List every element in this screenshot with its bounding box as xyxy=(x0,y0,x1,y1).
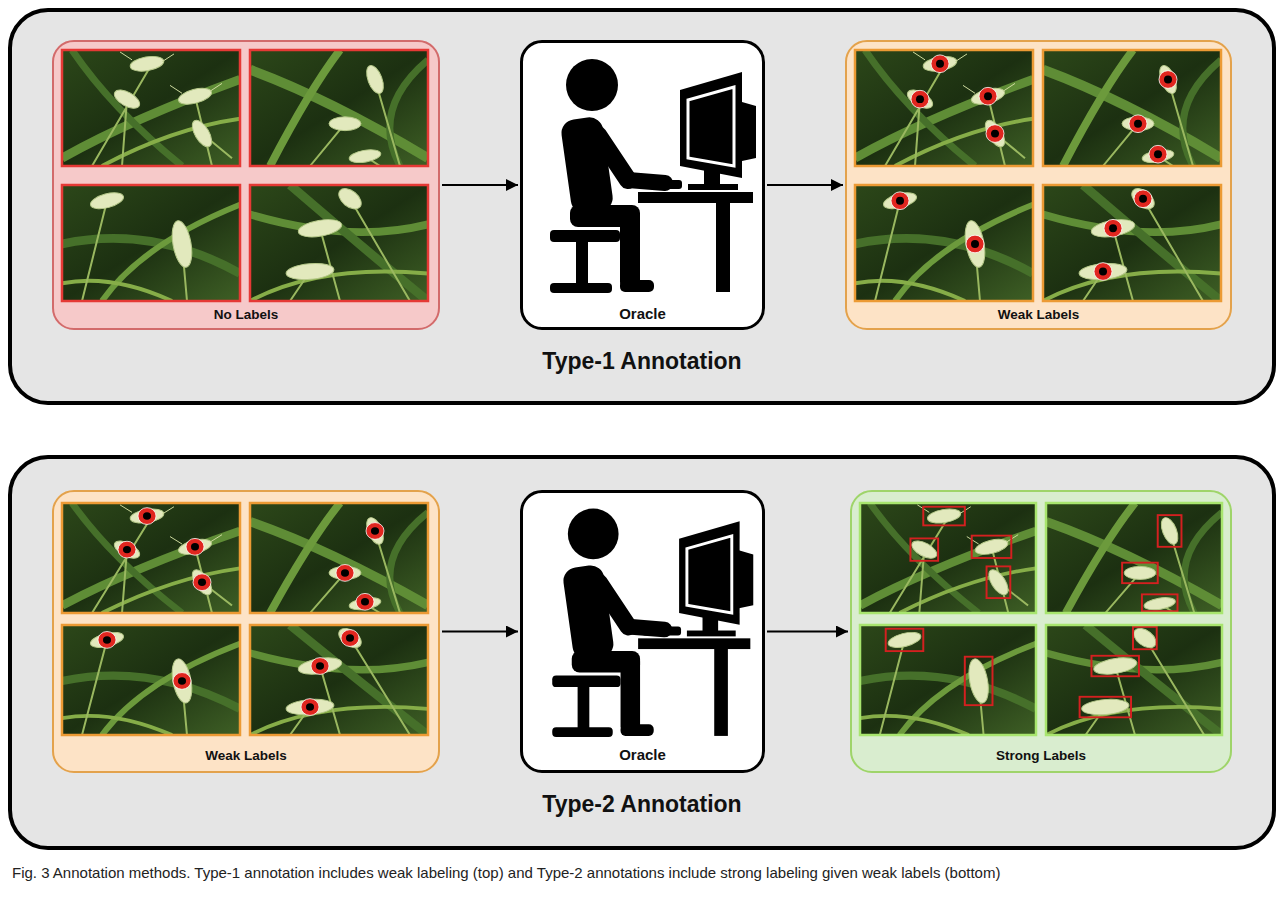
box-label: No Labels xyxy=(54,307,438,322)
box-label: Weak Labels xyxy=(847,307,1230,322)
box-ground xyxy=(520,490,765,773)
weak-labeled-photos xyxy=(62,503,428,735)
figure-caption: Fig. 3 Annotation methods. Type-1 annota… xyxy=(12,862,1274,883)
flow-arrow xyxy=(442,184,518,186)
flow-arrow xyxy=(442,631,518,633)
image-set-box: Strong Labels xyxy=(850,490,1232,773)
panel-ground xyxy=(8,8,1276,405)
box-ground xyxy=(52,490,440,773)
unlabeled-photos xyxy=(62,50,428,301)
panel-title: Type-2 Annotation xyxy=(12,791,1272,818)
oracle-icon xyxy=(552,509,753,737)
oracle-box: Oracle xyxy=(520,490,765,773)
annotation-panel: Type-2 Annotation Weak Labels Oracle Strong… xyxy=(8,455,1276,850)
box-ground xyxy=(52,40,440,330)
annotation-panel: Type-1 Annotation No Labels Oracle Weak Lab… xyxy=(8,8,1276,405)
panel-title: Type-1 Annotation xyxy=(12,348,1272,375)
strong-labeled-photos xyxy=(860,503,1222,735)
image-set-box: Weak Labels xyxy=(845,40,1232,330)
box-label: Strong Labels xyxy=(852,748,1230,763)
weak-labeled-photos xyxy=(855,50,1221,301)
flow-arrow xyxy=(767,631,848,633)
box-label: Weak Labels xyxy=(54,748,438,763)
box-label: Oracle xyxy=(523,305,762,322)
oracle-icon xyxy=(550,59,756,293)
panel-ground xyxy=(8,455,1276,850)
image-set-box: No Labels xyxy=(52,40,440,330)
oracle-box: Oracle xyxy=(520,40,765,330)
image-set-box: Weak Labels xyxy=(52,490,440,773)
box-ground xyxy=(845,40,1232,330)
box-ground xyxy=(850,490,1232,773)
flow-arrow xyxy=(767,184,843,186)
box-ground xyxy=(520,40,765,330)
box-label: Oracle xyxy=(523,746,762,763)
